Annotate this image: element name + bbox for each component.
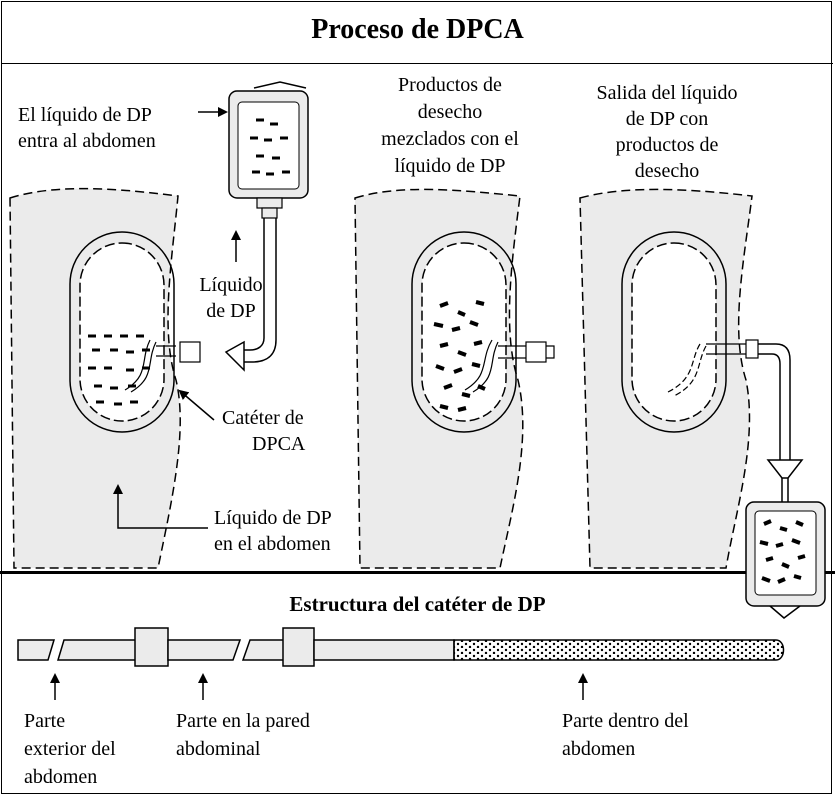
label-pd-fluid-line2: de DP [206,300,256,322]
label-wall-line1: Parte en la pared [176,710,310,732]
panel1-body [9,187,201,569]
label-fluid-enters-line2: entra al abdomen [18,130,156,152]
label-wall-line2: abdominal [176,738,261,760]
label-waste-mixed-line2: desecho [417,101,483,123]
label-fluid-in-abdomen-line1: Líquido de DP [214,507,332,529]
label-catheter-line2: DPCA [252,433,306,455]
label-catheter-line1: Catéter de [222,407,304,429]
label-outside-line2: exterior del [24,738,116,760]
label-waste-mixed-line4: líquido de DP [394,155,506,177]
catheter-diagram [17,627,785,667]
label-fluid-out-line4: desecho [634,160,700,182]
label-outside-line1: Parte [24,710,66,732]
label-waste-mixed-line3: mezclados con el [381,128,519,150]
label-inside-line2: abdomen [562,738,636,760]
label-fluid-in-abdomen-line2: en el abdomen [214,533,331,555]
label-fluid-out-line1: Salida del líquido [596,82,738,104]
label-pd-fluid-line1: Líquido [199,274,263,296]
panel1-arrows [113,107,241,529]
panel3-drain-bag [745,501,826,619]
panel3-body [579,188,804,569]
label-fluid-enters-line1: El líquido de DP [18,104,152,126]
catheter-structure-title: Estructura del catéter de DP [289,592,546,616]
title-divider [1,63,833,64]
panel1-fluid-marks [88,334,150,406]
label-outside-line3: abdomen [24,766,98,788]
label-waste-mixed-line1: Productos de [398,74,502,96]
label-inside-line1: Parte dentro del [562,710,689,732]
label-fluid-out-line2: de DP con [625,108,709,130]
label-fluid-out-line3: productos de [615,134,719,156]
panel1-fluid-bag [224,81,309,372]
panel2-waste-marks [433,300,486,412]
panel2-body [354,188,555,569]
section-divider [0,571,835,574]
catheter-arrows [50,673,588,700]
diagram-title: Proceso de DPCA [311,14,524,45]
